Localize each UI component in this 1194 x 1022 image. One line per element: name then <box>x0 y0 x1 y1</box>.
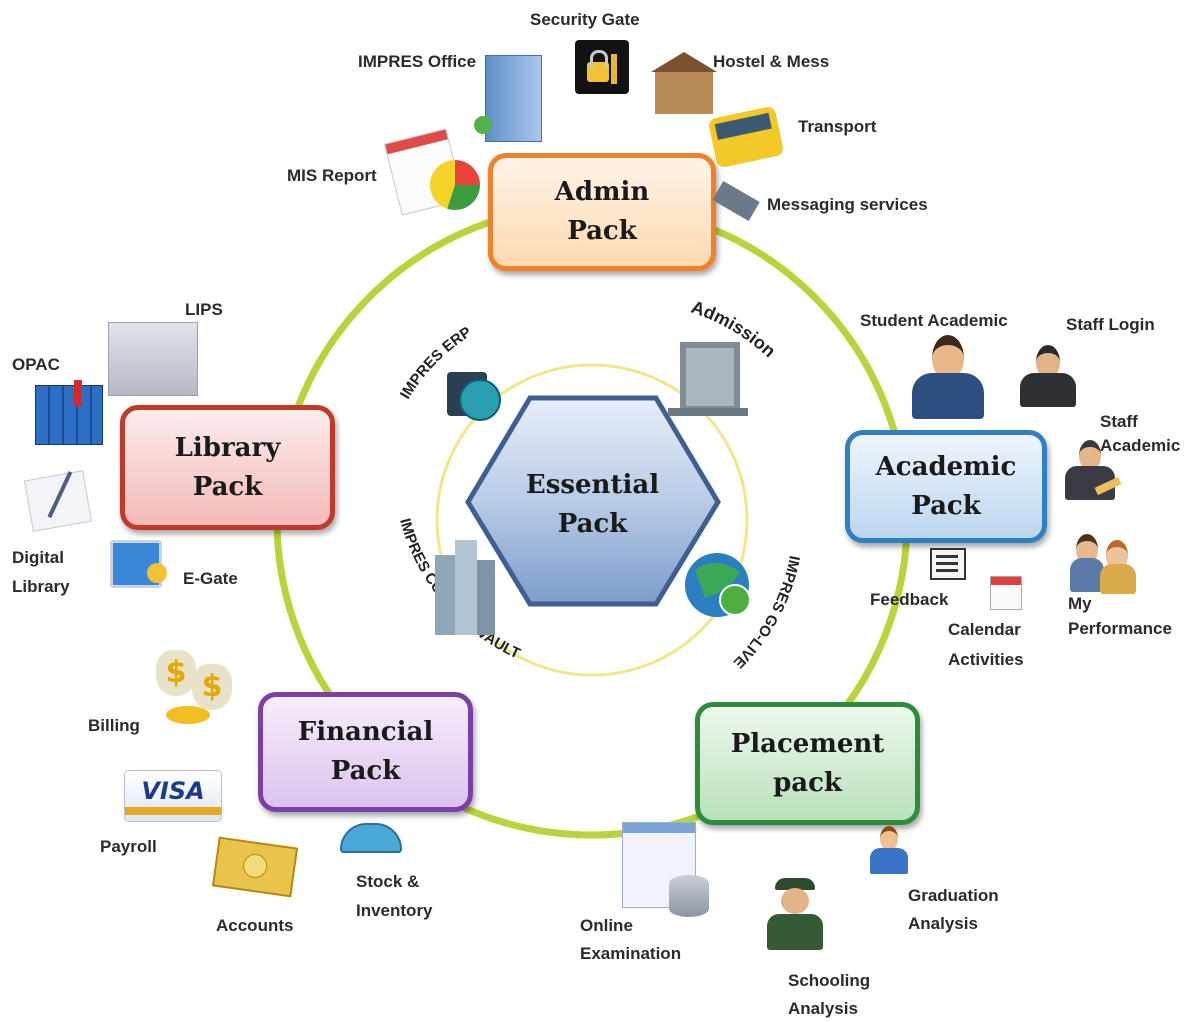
stock-inventory-label-line2[interactable]: Inventory <box>356 901 433 920</box>
control-vault-icon <box>435 540 495 635</box>
library-pack[interactable]: Library Pack <box>120 405 335 530</box>
transport-label[interactable]: Transport <box>798 117 877 136</box>
feedback-form-icon <box>930 548 966 580</box>
go-live-globe-icon <box>685 553 751 617</box>
financial-pack-line1: Financial <box>297 717 434 747</box>
feedback-label[interactable]: Feedback <box>870 590 949 609</box>
impres-office-label[interactable]: IMPRES Office <box>358 52 477 71</box>
graduate-person-icon <box>870 826 908 874</box>
library-pack-line1: Library <box>174 432 281 463</box>
pie-chart-icon <box>430 160 480 210</box>
exam-form-icon <box>622 822 709 917</box>
placement-pack-line2: pack <box>773 767 842 798</box>
financial-pack-line2: Pack <box>330 756 401 786</box>
computer-key-icon <box>110 540 167 588</box>
essential-hexagon <box>465 395 721 607</box>
calendar-activities-label-line2[interactable]: Activities <box>948 650 1024 669</box>
teacher-person-icon <box>1065 440 1122 500</box>
staff-academic-label-line1[interactable]: Staff <box>1100 412 1138 431</box>
online-examination-label-line1[interactable]: Online <box>580 916 633 935</box>
my-performance-label-line2[interactable]: Performance <box>1068 619 1172 638</box>
essential-pack-line2: Pack <box>557 509 628 539</box>
egate-label[interactable]: E-Gate <box>183 569 238 588</box>
mis-report-label[interactable]: MIS Report <box>287 166 377 185</box>
digital-library-label-line2[interactable]: Library <box>12 577 70 596</box>
staff-login-label[interactable]: Staff Login <box>1066 315 1155 334</box>
graduation-analysis-label-line2[interactable]: Analysis <box>908 914 978 933</box>
erp-icon <box>447 372 501 421</box>
online-examination-label-line2[interactable]: Examination <box>580 944 682 963</box>
house-icon <box>651 52 717 114</box>
security-gate-label[interactable]: Security Gate <box>530 10 640 29</box>
student-academic-label[interactable]: Student Academic <box>860 311 1008 330</box>
money-bags-icon: $ $ <box>152 640 238 728</box>
people-icon <box>1070 530 1138 594</box>
academic-pack-line2: Pack <box>911 490 981 521</box>
payroll-label[interactable]: Payroll <box>100 837 157 856</box>
academic-pack[interactable]: Academic Pack <box>845 430 1047 543</box>
financial-pack[interactable]: Financial Pack <box>258 692 473 812</box>
essential-pack[interactable]: Essential Pack <box>500 455 685 555</box>
library-pack-line2: Pack <box>192 471 263 502</box>
staff-person-icon <box>1020 345 1076 407</box>
office-building-icon <box>474 55 542 142</box>
schooling-analysis-label-line2[interactable]: Analysis <box>788 999 858 1018</box>
digital-library-label-line1[interactable]: Digital <box>12 548 64 567</box>
visa-text: VISA <box>141 777 205 805</box>
admission-building-icon <box>668 342 748 416</box>
document-pen-icon <box>23 470 93 532</box>
inner-ring <box>435 363 749 677</box>
placement-pack[interactable]: Placement pack <box>695 702 920 825</box>
lock-icon <box>575 40 629 94</box>
stock-inventory-label-line1[interactable]: Stock & <box>356 872 420 891</box>
messaging-label[interactable]: Messaging services <box>767 195 928 214</box>
officer-person-icon <box>765 878 825 950</box>
books-icon <box>35 380 103 445</box>
student-person-icon <box>912 335 984 419</box>
opac-label[interactable]: OPAC <box>12 355 60 374</box>
calendar-icon <box>990 576 1022 610</box>
my-performance-label-line1[interactable]: My <box>1068 594 1092 613</box>
placement-pack-line1: Placement <box>730 728 885 759</box>
lips-label[interactable]: LIPS <box>185 300 223 319</box>
billing-label[interactable]: Billing <box>88 716 140 735</box>
admin-pack-line2: Pack <box>567 216 637 246</box>
admin-pack-line1: Admin <box>554 177 650 207</box>
visa-card-icon[interactable]: VISA <box>124 770 222 822</box>
admin-pack[interactable]: Admin Pack <box>488 153 716 271</box>
staff-academic-label-line2[interactable]: Academic <box>1100 436 1181 455</box>
library-building-icon <box>108 322 198 396</box>
accounts-label[interactable]: Accounts <box>216 916 294 935</box>
academic-pack-line1: Academic <box>875 451 1017 482</box>
hostel-mess-label[interactable]: Hostel & Mess <box>713 52 830 71</box>
calendar-activities-label-line1[interactable]: Calendar <box>948 620 1021 639</box>
schooling-analysis-label-line1[interactable]: Schooling <box>788 971 871 990</box>
graduation-analysis-label-line1[interactable]: Graduation <box>908 886 999 905</box>
essential-pack-line1: Essential <box>525 470 660 500</box>
